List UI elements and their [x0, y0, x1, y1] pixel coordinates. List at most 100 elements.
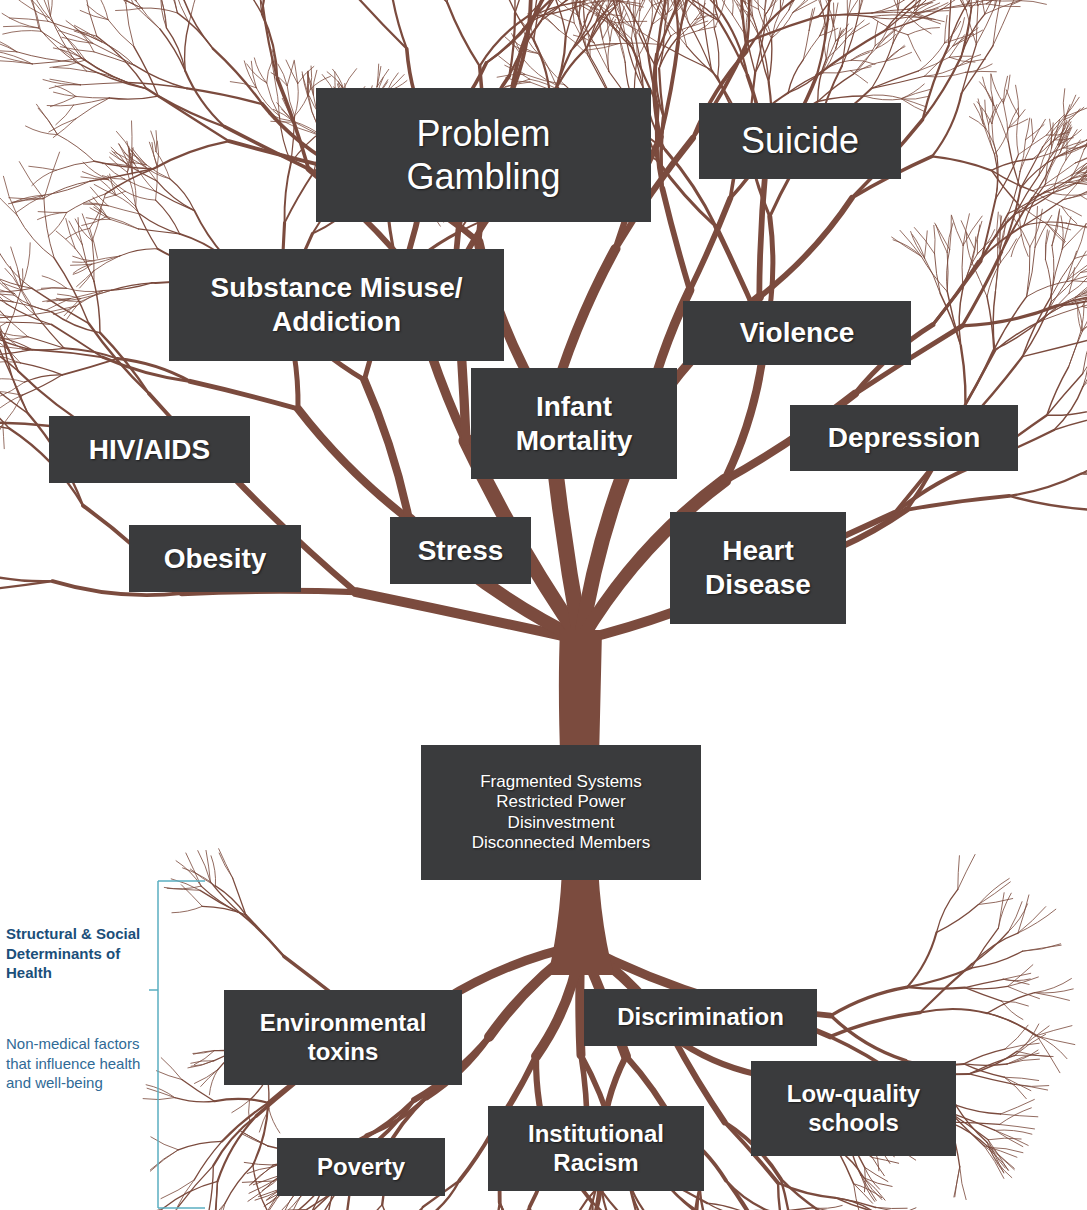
tree-branch [56, 298, 80, 301]
tree-branch [61, 49, 86, 71]
tree-branch [1009, 904, 1028, 932]
tree-branch [1044, 294, 1083, 317]
tree-branch [1063, 170, 1087, 200]
tree-branch [0, 339, 20, 363]
tree-branch [70, 264, 91, 265]
tree-branch [830, 1013, 920, 1037]
tree-branch [883, 1208, 916, 1210]
tree-branch [55, 86, 76, 97]
tree-branch [937, 889, 958, 932]
tree-branch [118, 0, 142, 8]
tree-branch [364, 380, 409, 520]
tree-branch [1035, 215, 1052, 247]
tree-branch [978, 99, 983, 124]
tree-branch [1020, 141, 1033, 171]
tree-branch [759, 9, 772, 38]
tree-branch [820, 28, 838, 36]
tree-branch [864, 95, 902, 99]
tree-branch [935, 254, 941, 294]
tree-branch [818, 0, 825, 25]
tree-branch [831, 16, 835, 41]
tree-branch [177, 1180, 194, 1207]
tree-branch [615, 30, 625, 62]
tree-branch [993, 5, 1011, 46]
box-text: HIV/AIDS [89, 433, 210, 467]
tree-branch [666, 0, 675, 14]
tree-branch [81, 290, 111, 301]
tree-branch [280, 1196, 301, 1210]
tree-branch [285, 173, 314, 223]
tree-branch [184, 0, 213, 48]
tree-branch [225, 1165, 253, 1203]
tree-branch [906, 496, 1009, 510]
tree-branch [550, 13, 574, 23]
tree-branch [1008, 977, 1039, 986]
tree-branch [56, 161, 94, 170]
tree-branch [157, 181, 195, 211]
tree-branch [0, 303, 8, 319]
tree-branch [995, 0, 1002, 7]
box-text: Disconnected Members [472, 833, 651, 853]
tree-branch [803, 36, 819, 60]
tree-branch [1015, 1024, 1039, 1056]
tree-branch [969, 1051, 1017, 1074]
tree-branch [809, 8, 815, 31]
tree-branch [131, 121, 132, 152]
tree-branch [1020, 140, 1025, 172]
tree-branch [788, 60, 803, 93]
tree-branch [635, 36, 643, 88]
tree-branch [162, 0, 184, 1]
tree-branch [0, 60, 32, 63]
tree-branch [1004, 1077, 1038, 1080]
tree-branch [190, 381, 298, 408]
tree-branch [327, 72, 343, 89]
tree-branch [793, 0, 811, 12]
tree-branch [504, 79, 530, 88]
tree-branch [194, 1141, 222, 1179]
tree-branch [985, 1, 1019, 15]
tree-branch [142, 8, 177, 13]
tree-branch [6, 304, 51, 325]
tree-branch [3, 176, 17, 215]
tree-branch [191, 1061, 214, 1066]
tree-branch [1064, 108, 1087, 117]
tree-branch [195, 1070, 218, 1084]
tree-branch [635, 6, 652, 36]
tree-branch [253, 1165, 268, 1210]
tree-branch [549, 0, 566, 36]
tree-branch [969, 1055, 1015, 1073]
tree-branch [995, 248, 1000, 291]
tree-branch [12, 195, 44, 202]
tree-branch [995, 0, 1005, 7]
tree-branch [1031, 119, 1033, 141]
tree-branch [1008, 192, 1045, 214]
tree-branch [505, 37, 524, 60]
tree-branch [188, 1061, 214, 1068]
tree-branch [643, 0, 658, 1]
tree-branch [1009, 496, 1087, 510]
box-text: Discrimination [617, 1003, 784, 1032]
tree-branch [885, 9, 943, 31]
box-text: Problem Gambling [369, 112, 599, 198]
tree-branch [73, 256, 92, 261]
tree-branch [111, 147, 127, 165]
tree-branch [1086, 140, 1087, 144]
tree-branch [0, 395, 22, 412]
tree-branch [506, 1207, 530, 1210]
tree-branch [213, 49, 263, 105]
tree-branch [851, 67, 872, 71]
tree-branch [1009, 108, 1018, 128]
box-text: Disinvestment [508, 813, 615, 833]
tree-branch [77, 271, 94, 287]
tree-branch [259, 1109, 268, 1132]
tree-branch [956, 1105, 1001, 1114]
tree-branch [703, 18, 711, 70]
tree-branch [62, 359, 117, 375]
tree-branch [307, 71, 309, 96]
tree-branch [1022, 297, 1050, 356]
tree-branch [156, 200, 180, 234]
tree-branch [515, 0, 530, 13]
tree-branch [32, 170, 56, 185]
tree-branch [254, 58, 266, 83]
tree-branch [849, 23, 870, 36]
